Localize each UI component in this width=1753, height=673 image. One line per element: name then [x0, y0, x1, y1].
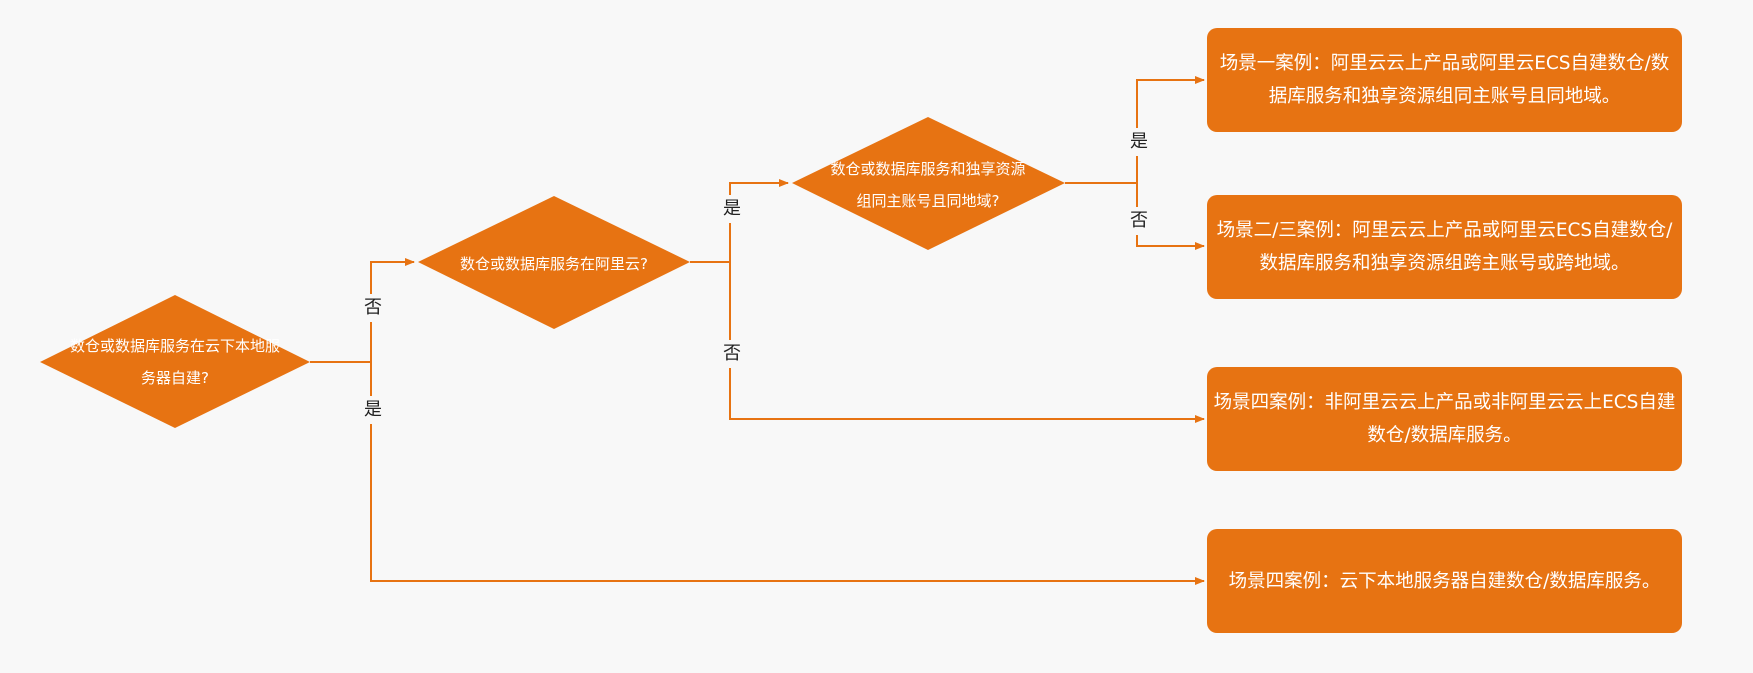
- decision-diamond-in-aliyun: [418, 196, 690, 329]
- edge-label-d2-yes: 是: [718, 195, 746, 223]
- edge-label-d3-no: 否: [1125, 207, 1153, 235]
- edge-label-d2-no: 否: [718, 340, 746, 368]
- edge-label-d3-yes: 是: [1125, 128, 1153, 156]
- decision-text-same-account-region: 数仓或数据库服务和独享资源组同主账号且同地域?: [830, 160, 1026, 210]
- outcome-scenario-1: 场景一案例：阿里云云上产品或阿里云ECS自建数仓/数据库服务和独享资源组同主账号…: [1207, 28, 1682, 132]
- edge-label-d1-no: 否: [359, 294, 387, 322]
- edge-d1-yes: [370, 362, 1205, 585]
- decision-diamond-onpremise: [40, 295, 310, 428]
- edge-d3-no: [1136, 183, 1205, 250]
- edge-d2-no: [729, 262, 1205, 423]
- outcome-scenario-4-onpremise: 场景四案例：云下本地服务器自建数仓/数据库服务。: [1207, 529, 1682, 633]
- edge-label-d1-yes: 是: [359, 396, 387, 424]
- outcome-scenario-4-non-aliyun: 场景四案例：非阿里云云上产品或非阿里云云上ECS自建数仓/数据库服务。: [1207, 367, 1682, 471]
- decision-text-onpremise: 数仓或数据库服务在云下本地服务器自建?: [70, 337, 281, 387]
- outcome-scenario-2-3: 场景二/三案例：阿里云云上产品或阿里云ECS自建数仓/数据库服务和独享资源组跨主…: [1207, 195, 1682, 299]
- edge-d1-no: [370, 258, 415, 362]
- decision-diamond-same-account-region: [792, 117, 1065, 250]
- decision-text-in-aliyun: 数仓或数据库服务在阿里云?: [460, 255, 648, 273]
- edge-d2-yes: [729, 179, 789, 262]
